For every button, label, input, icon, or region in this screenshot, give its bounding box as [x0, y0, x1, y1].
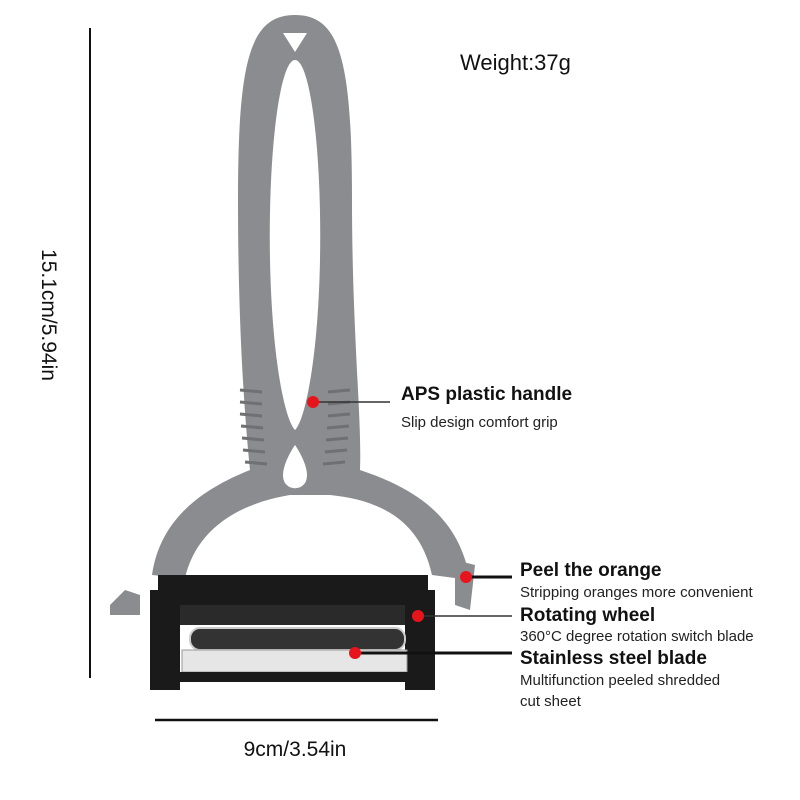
- callout-text-handle: Slip design comfort grip: [401, 414, 558, 431]
- blade-assembly: [150, 575, 435, 690]
- callout-title-handle: APS plastic handle: [401, 384, 573, 405]
- marker-dot-handle: [307, 396, 319, 408]
- callout-text-wheel: 360°C degree rotation switch blade: [520, 628, 754, 645]
- callout-title-blade: Stainless steel blade: [520, 648, 707, 669]
- marker-dot-orange: [460, 571, 472, 583]
- width-label: 9cm/3.54in: [243, 738, 347, 761]
- lower-hole: [283, 445, 307, 489]
- callout-text-orange: Stripping oranges more convenient: [520, 584, 753, 601]
- grip-ridges: [239, 388, 351, 466]
- callout-text-blade-1: Multifunction peeled shredded: [520, 672, 721, 689]
- callout-text-blade-2: cut sheet: [520, 693, 581, 710]
- marker-dot-wheel: [412, 610, 424, 622]
- callout-title-orange: Peel the orange: [520, 560, 662, 581]
- callout-title-wheel: Rotating wheel: [520, 605, 656, 626]
- handle-slot: [269, 60, 321, 430]
- height-label: 15.1cm/5.94in: [37, 249, 60, 381]
- hang-hole: [283, 33, 307, 52]
- weight-label: Weight:37g: [460, 50, 571, 75]
- marker-dot-blade: [349, 647, 361, 659]
